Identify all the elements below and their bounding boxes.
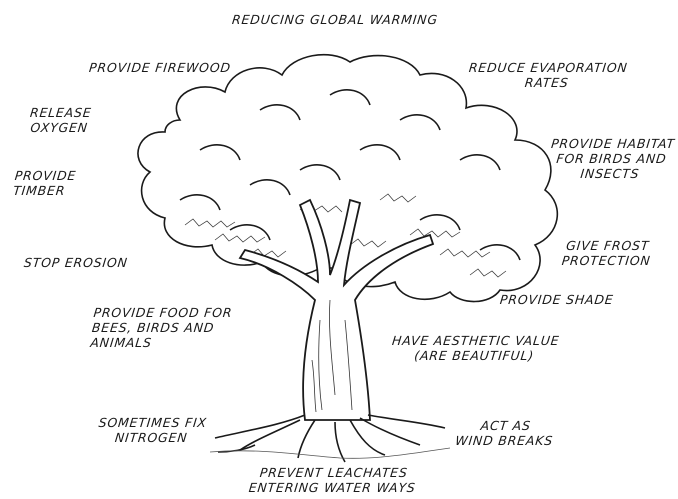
label-prevent-leachates: PREVENT LEACHATES ENTERING WATER WAYS bbox=[226, 465, 439, 495]
ground-line bbox=[210, 448, 450, 458]
label-release-oxygen: RELEASE OXYGEN bbox=[18, 105, 101, 135]
label-fix-nitrogen: SOMETIMES FIX NITROGEN bbox=[80, 415, 223, 445]
label-provide-shade: PROVIDE SHADE bbox=[499, 292, 631, 307]
label-stop-erosion: STOP EROSION bbox=[23, 255, 155, 270]
label-aesthetic-value: HAVE AESTHETIC VALUE (ARE BEAUTIFUL) bbox=[373, 333, 576, 363]
label-reduce-evaporation-rates: REDUCE EVAPORATION RATES bbox=[463, 60, 631, 90]
label-reducing-global-warming: REDUCING GLOBAL WARMING bbox=[214, 12, 456, 27]
label-provide-firewood: PROVIDE FIREWOOD bbox=[79, 60, 241, 75]
label-give-frost-protection: GIVE FROST PROTECTION bbox=[550, 238, 663, 268]
label-provide-timber: PROVIDE TIMBER bbox=[12, 168, 95, 198]
label-wind-breaks: ACT AS WIND BREAKS bbox=[443, 418, 566, 448]
label-provide-food: PROVIDE FOOD FOR BEES, BIRDS AND ANIMALS bbox=[90, 305, 265, 350]
tree-roots bbox=[215, 415, 445, 462]
label-provide-habitat: PROVIDE HABITAT FOR BIRDS AND INSECTS bbox=[543, 136, 678, 181]
